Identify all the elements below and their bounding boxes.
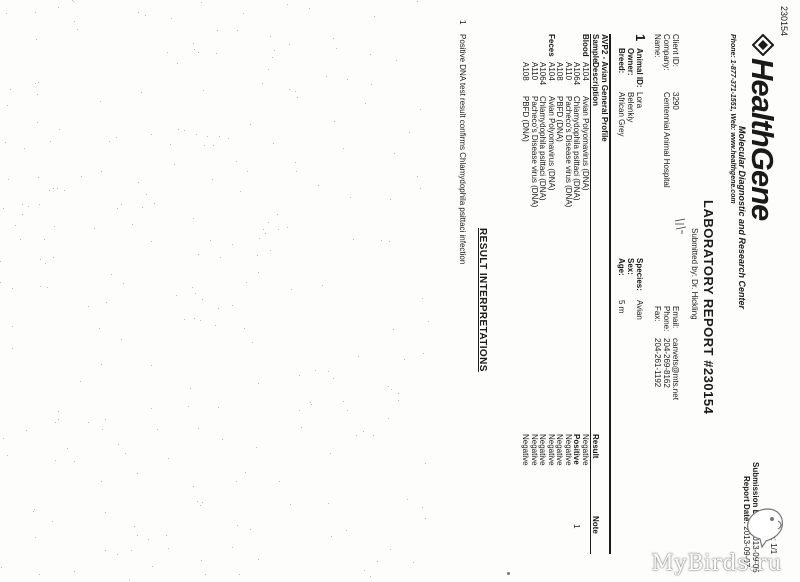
email-value: canvets@mts.net [671, 338, 680, 400]
parrot-silhouette-icon [738, 505, 788, 554]
age-value: 5 m [617, 300, 626, 314]
test-cell: PBFD (DNA) [555, 96, 565, 142]
margin-mark [507, 572, 510, 575]
code-cell: A110 [530, 62, 539, 81]
name-label: Name: [653, 34, 662, 58]
logo-tagline: Molecular Diagnostic and Research Center [737, 126, 747, 310]
code-cell: A108 [521, 62, 531, 81]
sex-label: Sex: [626, 258, 635, 275]
interpretation-text: Positive DNA test result confirms Chlamy… [458, 34, 467, 265]
company-label: Company: [662, 34, 671, 71]
code-cell: A1064 [572, 62, 582, 86]
animal-id-label: Animal ID: [635, 48, 644, 88]
panel-title: AVP2 - Avian General Profile [600, 34, 609, 142]
col-description-header: Description [591, 62, 600, 107]
interpretation-number: 1 [458, 20, 467, 25]
code-cell: A110 [564, 62, 573, 81]
result-cell: Negative [581, 434, 590, 466]
panel-top-rule [609, 34, 611, 554]
code-cell: A104 [547, 62, 556, 81]
breed-value: African Grey [617, 92, 626, 137]
stamp-number: 230154 [779, 6, 789, 37]
breed-label: Breed: [617, 48, 626, 74]
phone-value: 204-269-8162 [662, 338, 671, 388]
test-cell: Avian Polyomavirus (DNA) [581, 96, 590, 191]
sample-cell: Blood [581, 34, 590, 57]
test-cell: Pacheco's Disease virus (DNA) [564, 96, 573, 208]
test-cell: Chlamydophila psittaci (DNA) [538, 96, 548, 201]
fax-label: Fax: [653, 306, 662, 322]
col-result-header: Result [591, 434, 600, 459]
test-cell: Avian Polyomavirus (DNA) [547, 96, 556, 191]
logo-brand: HealthGene [745, 58, 780, 221]
result-cell: Negative [547, 434, 556, 466]
test-cell: PBFD (DNA) [521, 96, 531, 142]
code-cell: A104 [581, 62, 590, 81]
phone-label: Phone: [662, 306, 671, 332]
result-cell: Negative [555, 434, 565, 466]
site-watermark: MyBirds.ru [651, 551, 782, 576]
animal-id-value: Lora [635, 92, 644, 109]
result-cell: Negative [564, 434, 573, 466]
species-value: Avian [635, 300, 644, 320]
species-label: Species: [635, 258, 644, 291]
code-cell: A108 [555, 62, 565, 81]
result-cell: Positive [572, 434, 582, 465]
owner-label: Owner: [626, 48, 635, 76]
logo-diamond-icon [747, 33, 775, 57]
logo-contact: Phone: 1-877-371-1551, Web: www.healthge… [729, 34, 736, 204]
company-value: Centennial Animal Hospital [662, 92, 671, 188]
code-cell: A1064 [538, 62, 548, 86]
owner-value: Belenkiy [626, 92, 635, 123]
test-cell: Pacheco's Disease virus (DNA) [530, 96, 539, 208]
age-label: Age: [617, 258, 626, 276]
result-cell: Negative [538, 434, 548, 466]
report-title: LABORATORY REPORT #230154 [701, 200, 716, 415]
col-sample-header: Sample [591, 34, 600, 63]
result-cell: Negative [521, 434, 531, 466]
signature-mark [667, 216, 688, 236]
result-cell: Negative [530, 434, 539, 466]
test-cell: Chlamydophila psittaci (DNA) [572, 96, 582, 201]
client-id-label: Client ID: [671, 34, 680, 67]
note-cell: 1 [572, 524, 582, 529]
client-id-value: 3290 [671, 92, 680, 110]
sample-cell: Feces [547, 34, 556, 57]
submitted-by: Submitted by: Dr. Hickling [690, 228, 699, 320]
panel-header-rule [590, 34, 591, 554]
col-note-header: Note [591, 516, 600, 534]
email-label: Email: [671, 306, 680, 329]
interpretation-heading: RESULT INTERPRETATIONS [477, 228, 488, 372]
animal-number: 1 [633, 34, 648, 42]
fax-value: 204-261-1192 [653, 338, 662, 388]
